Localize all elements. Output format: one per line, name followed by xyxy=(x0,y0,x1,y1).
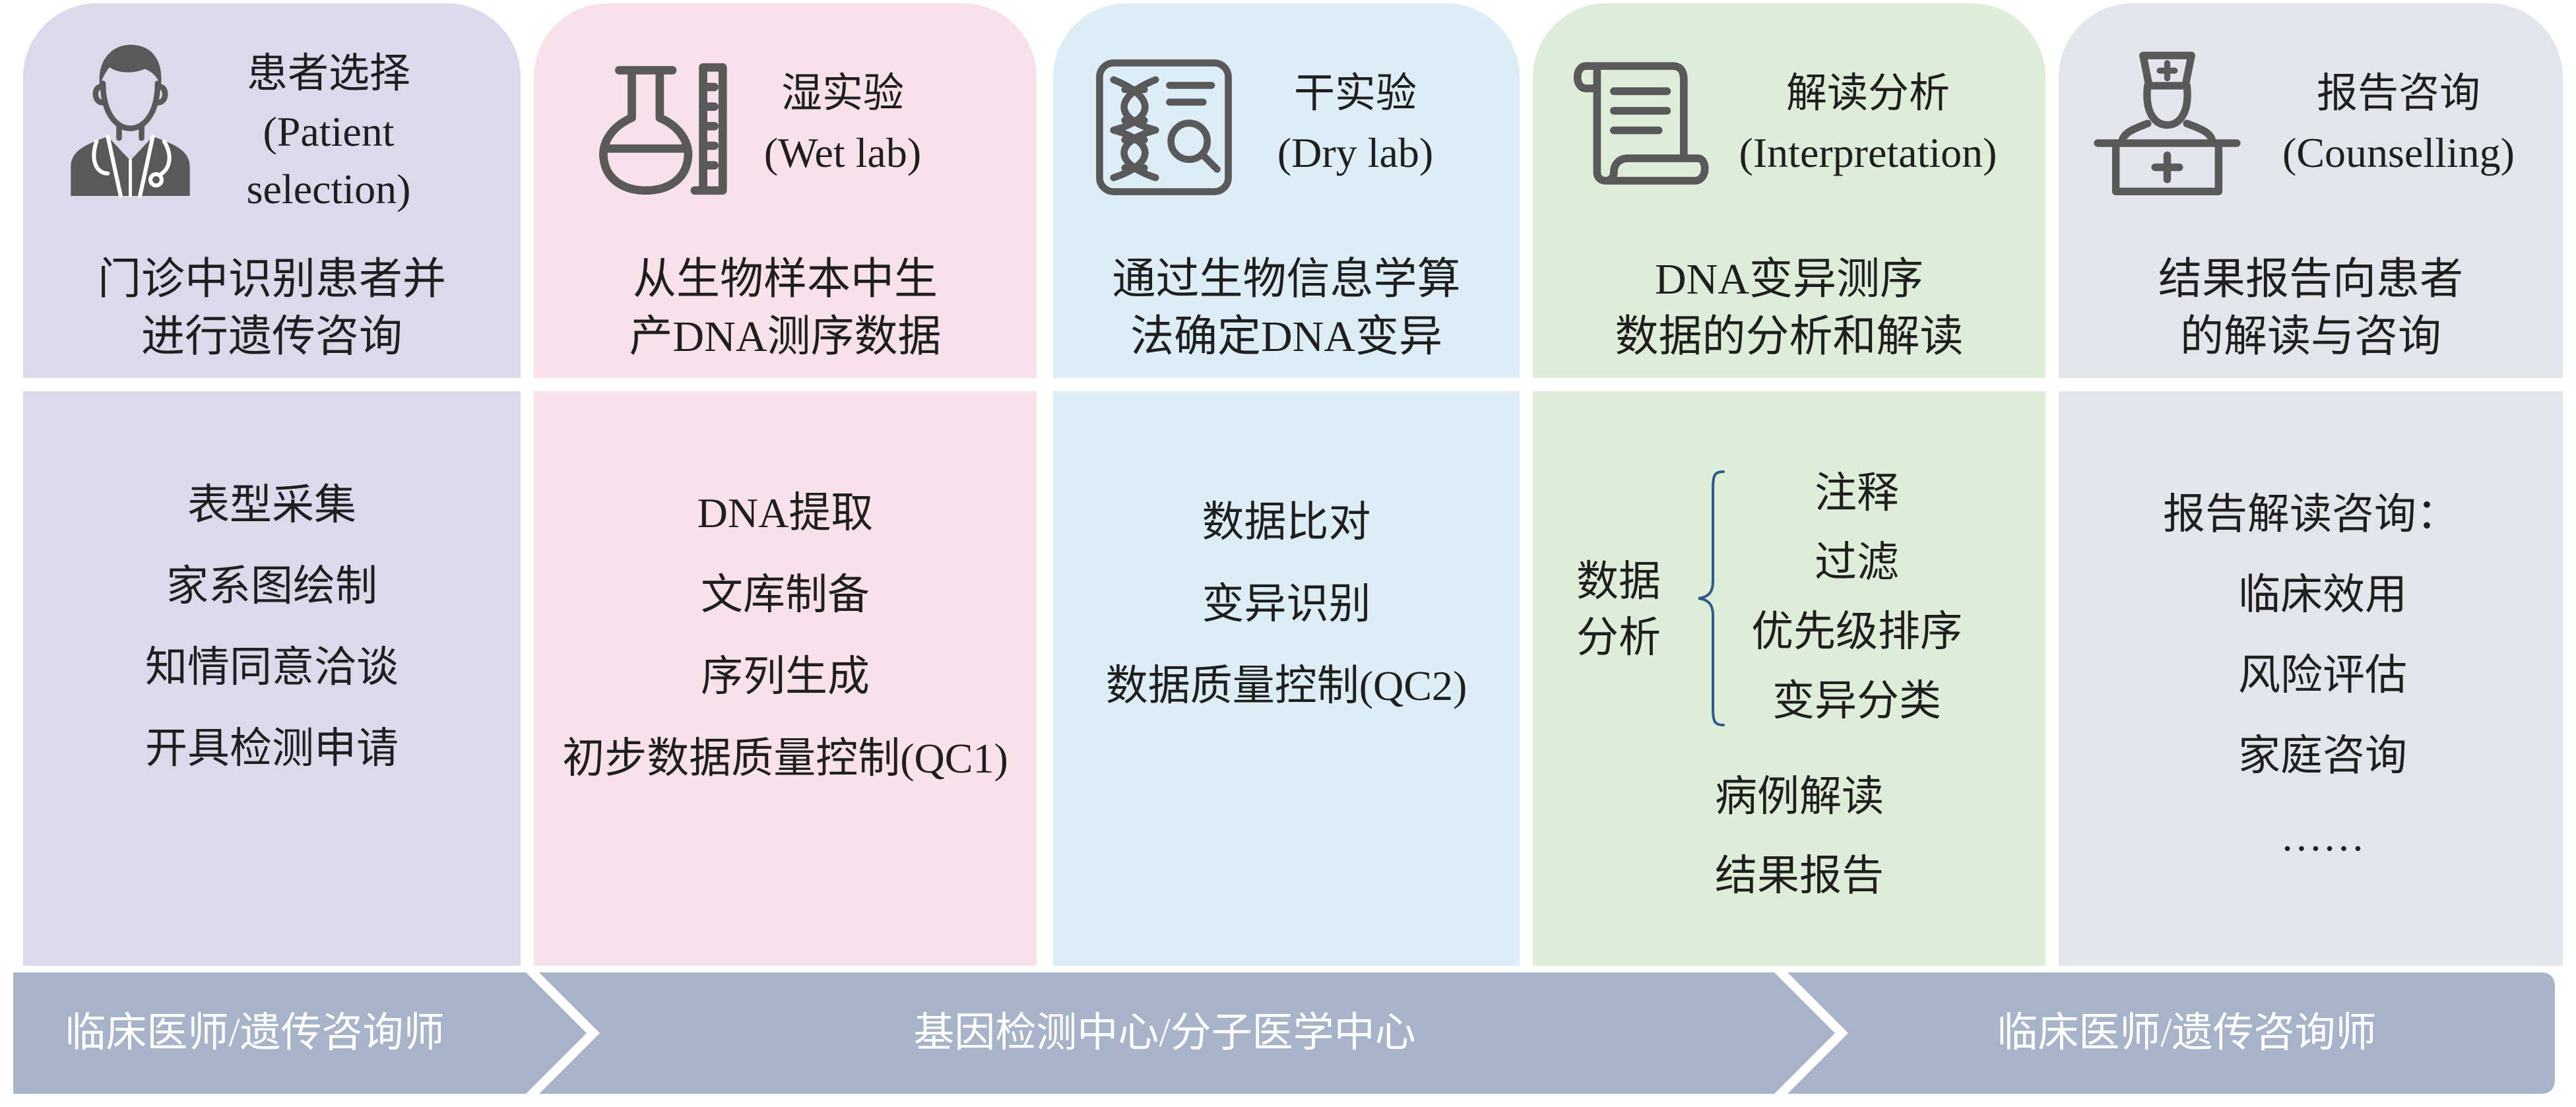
stage-description: 门诊中识别患者并 进行遗传咨询 xyxy=(23,251,521,365)
stage-title-zh: 患者选择 xyxy=(246,51,410,96)
stage-title-en: (Dry lab) xyxy=(1277,129,1434,176)
group-label-line: 分析 xyxy=(1576,614,1661,661)
task-item: 病例解读 xyxy=(1715,773,1884,820)
stage-header: 干实验 (Dry lab) 通过生物信息学算 法确定DNA变异 xyxy=(1053,3,1520,378)
description-line: 从生物样本中生 xyxy=(633,255,938,303)
stage-description: 从生物样本中生 产DNA测序数据 xyxy=(534,251,1037,365)
flask-ruler-icon xyxy=(591,57,731,201)
stage-wet-lab: 湿实验 (Wet lab) 从生物样本中生 产DNA测序数据 DNA提取 文库制… xyxy=(534,0,1037,966)
stage-body: 数据比对 变异识别 数据质量控制(QC2) xyxy=(1053,391,1520,966)
task-item: 风险评估 xyxy=(2238,652,2407,699)
role-label-clinician-right: 临床医师/遗传咨询师 xyxy=(1997,1011,2376,1056)
stage-header: 湿实验 (Wet lab) 从生物样本中生 产DNA测序数据 xyxy=(534,3,1037,378)
task-item: 优先级排序 xyxy=(1751,608,1962,655)
role-label-clinician-left: 临床医师/遗传咨询师 xyxy=(65,1011,444,1056)
task-item: 数据质量控制(QC2) xyxy=(1105,662,1467,709)
stage-title: 解读分析 (Interpretation) xyxy=(1723,64,2013,183)
role-segment-testing-center xyxy=(539,972,1835,1094)
description-line: 产DNA测序数据 xyxy=(629,313,942,361)
task-item: 表型采集 xyxy=(187,482,356,528)
task-list: 临床效用 风险评估 家庭咨询 …… xyxy=(2191,555,2455,877)
scroll-document-icon xyxy=(1569,57,1709,189)
group-label-line: 数据 xyxy=(1576,558,1661,605)
task-item: 家庭咨询 xyxy=(2238,732,2407,779)
data-analysis-steps: 注释 过滤 优先级排序 变异分类 xyxy=(1725,459,1989,736)
role-segment-clinician-left xyxy=(13,972,587,1094)
items-heading: 报告解读咨询： xyxy=(2113,474,2509,555)
stage-title-zh: 湿实验 xyxy=(781,71,904,116)
stage-title-zh: 干实验 xyxy=(1293,71,1417,116)
stage-header: 患者选择 (Patient selection) 门诊中识别患者并 进行遗传咨询 xyxy=(23,3,521,378)
task-item: 文库制备 xyxy=(701,571,870,618)
task-item: DNA提取 xyxy=(697,490,874,536)
nurse-icon xyxy=(2092,49,2243,201)
task-item: 临床效用 xyxy=(2238,571,2407,618)
role-label-testing-center: 基因检测中心/分子医学中心 xyxy=(913,1011,1415,1056)
stage-counselling: 报告咨询 (Counselling) 结果报告向患者 的解读与咨询 报告解读咨询… xyxy=(2059,0,2563,966)
stage-body: 报告解读咨询： 临床效用 风险评估 家庭咨询 …… xyxy=(2059,391,2563,966)
description-line: 结果报告向患者 xyxy=(2158,255,2463,303)
task-item: 结果报告 xyxy=(1715,852,1884,899)
stage-patient-selection: 患者选择 (Patient selection) 门诊中识别患者并 进行遗传咨询… xyxy=(23,0,521,966)
stage-description: DNA变异测序 数据的分析和解读 xyxy=(1533,251,2045,365)
task-item: 知情同意洽谈 xyxy=(145,644,399,691)
task-item: 过滤 xyxy=(1815,539,1899,586)
description-line: 法确定DNA变异 xyxy=(1130,313,1442,361)
items-heading-text: 报告解读咨询： xyxy=(2163,491,2459,538)
task-item: 注释 xyxy=(1815,470,1899,517)
task-item: 初步数据质量控制(QC1) xyxy=(562,735,1008,782)
stage-title-en: (Wet lab) xyxy=(763,129,922,176)
description-line: 门诊中识别患者并 xyxy=(98,255,446,303)
stage-body: DNA提取 文库制备 序列生成 初步数据质量控制(QC1) xyxy=(534,391,1037,966)
dna-analysis-icon xyxy=(1093,57,1235,197)
task-list: DNA提取 文库制备 序列生成 初步数据质量控制(QC1) xyxy=(534,472,1037,800)
task-item: 开具检测申请 xyxy=(145,725,399,772)
stage-title: 干实验 (Dry lab) xyxy=(1223,64,1487,183)
stage-description: 通过生物信息学算 法确定DNA变异 xyxy=(1053,251,1520,365)
task-item: …… xyxy=(2280,813,2365,860)
stage-title: 报告咨询 (Counselling) xyxy=(2253,64,2544,183)
stage-title-zh: 报告咨询 xyxy=(2316,71,2480,116)
role-segment-clinician-right xyxy=(1787,972,2555,1094)
stage-header: 报告咨询 (Counselling) 结果报告向患者 的解读与咨询 xyxy=(2059,3,2563,378)
task-list: 数据比对 变异识别 数据质量控制(QC2) xyxy=(1053,482,1520,727)
task-item: 序列生成 xyxy=(701,653,870,700)
stage-description: 结果报告向患者 的解读与咨询 xyxy=(2059,251,2563,365)
doctor-icon xyxy=(66,36,195,201)
task-list: 表型采集 家系图绘制 知情同意洽谈 开具检测申请 xyxy=(23,464,521,789)
data-analysis-label: 数据 分析 xyxy=(1566,554,1671,666)
stage-interpretation: 解读分析 (Interpretation) DNA变异测序 数据的分析和解读 数… xyxy=(1533,0,2045,966)
stage-title: 湿实验 (Wet lab) xyxy=(711,64,975,183)
description-line: 进行遗传咨询 xyxy=(141,313,402,361)
task-item: 家系图绘制 xyxy=(166,563,377,610)
description-line: 数据的分析和解读 xyxy=(1615,313,1964,361)
role-arrow-bar: 临床医师/遗传咨询师 基因检测中心/分子医学中心 临床医师/遗传咨询师 xyxy=(13,972,2555,1094)
description-line: DNA变异测序 xyxy=(1655,255,1923,303)
stage-body: 表型采集 家系图绘制 知情同意洽谈 开具检测申请 xyxy=(23,391,521,966)
stage-title: 患者选择 (Patient selection) xyxy=(197,46,461,218)
stage-body: 数据 分析 注释 过滤 优先级排序 变异分类 病例解读 结果报告 xyxy=(1533,391,2045,966)
stage-dry-lab: 干实验 (Dry lab) 通过生物信息学算 法确定DNA变异 数据比对 变异识… xyxy=(1053,0,1520,966)
stage-title-zh: 解读分析 xyxy=(1786,71,1950,116)
stage-title-en: (Interpretation) xyxy=(1739,129,1997,176)
description-line: 通过生物信息学算 xyxy=(1112,255,1461,303)
stage-title-en-line-1: (Patient xyxy=(263,108,395,155)
task-item: 变异识别 xyxy=(1202,581,1371,627)
task-list: 病例解读 结果报告 xyxy=(1667,757,1931,916)
task-item: 数据比对 xyxy=(1202,499,1371,546)
task-item: 变异分类 xyxy=(1772,678,1941,724)
stage-title-en: (Counselling) xyxy=(2282,129,2515,176)
curly-brace xyxy=(1698,470,1725,726)
description-line: 的解读与咨询 xyxy=(2180,313,2441,361)
stage-title-en-line-2: selection) xyxy=(246,166,411,212)
stage-header: 解读分析 (Interpretation) DNA变异测序 数据的分析和解读 xyxy=(1533,3,2045,378)
